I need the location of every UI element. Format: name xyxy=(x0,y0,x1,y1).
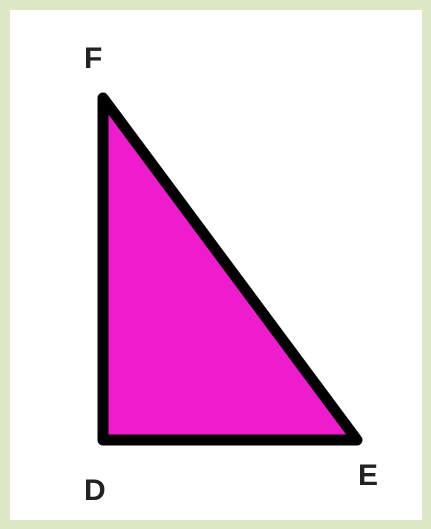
triangle-def xyxy=(97,92,363,446)
vertex-label-f: F xyxy=(84,42,102,75)
vertex-label-d: D xyxy=(84,474,106,507)
vertex-label-e: E xyxy=(358,459,378,492)
